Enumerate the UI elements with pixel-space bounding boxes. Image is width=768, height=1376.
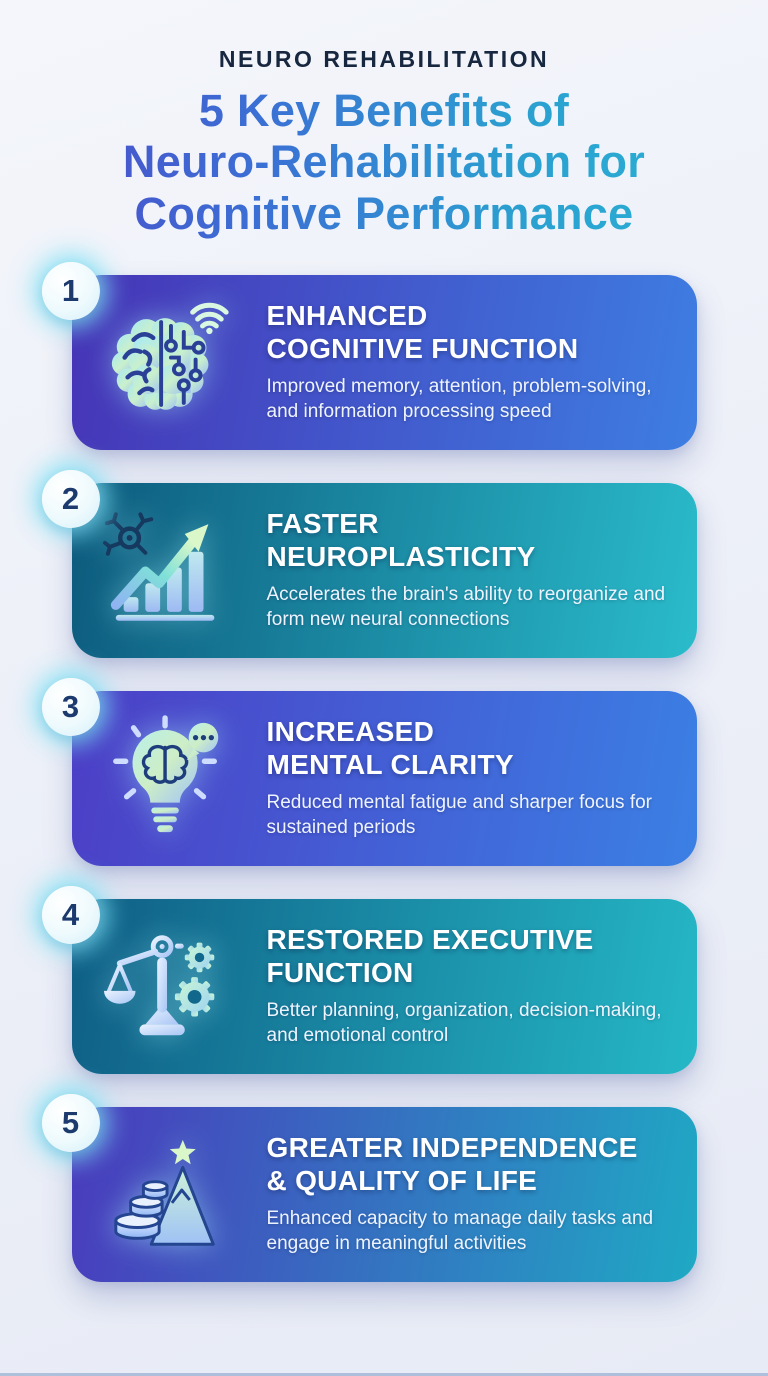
- card-description: Improved memory, attention, problem-solv…: [266, 376, 652, 422]
- badge-number: 4: [61, 896, 80, 932]
- card-description: Reduced mental fatigue and sharper focus…: [266, 792, 653, 838]
- number-badge-1: 1: [41, 261, 100, 320]
- card-text: GREATER INDEPENDENCE & QUALITY OF LIFE E…: [267, 1132, 697, 1256]
- page-title-line-3: Cognitive Performance: [134, 187, 634, 239]
- card-text: INCREASED MENTAL CLARITY Reduced mental …: [267, 716, 697, 840]
- neuron-growth-chart-icon: [72, 506, 267, 634]
- lightbulb-brain-icon: [72, 714, 267, 842]
- badge-number: 3: [61, 688, 80, 724]
- brain-circuit-icon: [72, 298, 267, 426]
- benefit-card-3: 3: [41, 677, 697, 866]
- badge-number: 1: [61, 272, 80, 308]
- number-badge-4: 4: [41, 885, 100, 944]
- card-text: RESTORED EXECUTIVE FUNCTION Better plann…: [267, 924, 697, 1048]
- number-badge-3: 3: [41, 677, 100, 736]
- bottom-accent-line: [0, 1373, 768, 1376]
- badge-number: 2: [61, 480, 80, 516]
- balance-scale-gears-icon: [72, 922, 267, 1050]
- card-text: ENHANCED COGNITIVE FUNCTION Improved mem…: [267, 300, 697, 424]
- badge-number: 5: [61, 1104, 80, 1140]
- page-title-line-1: 5 Key Benefits of: [198, 85, 570, 136]
- benefit-card-1: 1: [41, 261, 697, 450]
- number-badge-2: 2: [41, 469, 100, 528]
- benefit-card-4: 4: [41, 885, 697, 1074]
- card-text: FASTER NEUROPLASTICITY Accelerates the b…: [267, 508, 697, 632]
- card-description: Accelerates the brain's ability to reorg…: [266, 584, 666, 630]
- card-title: ENHANCED COGNITIVE FUNCTION: [266, 300, 579, 364]
- card-description: Enhanced capacity to manage daily tasks …: [266, 1208, 654, 1254]
- page-title-line-2: Neuro-Rehabilitation for: [122, 136, 646, 188]
- eyebrow-label: NEURO REHABILITATION: [218, 46, 550, 72]
- steps-mountain-star-icon: [72, 1130, 267, 1258]
- benefit-card-2: 2: [41, 469, 697, 658]
- page-title: 5 Key Benefits of Neuro-Rehabilitation f…: [0, 85, 768, 239]
- card-title: RESTORED EXECUTIVE FUNCTION: [266, 924, 594, 988]
- card-title: FASTER NEUROPLASTICITY: [266, 508, 536, 572]
- benefit-card-5: 5: [41, 1093, 697, 1282]
- number-badge-5: 5: [41, 1093, 100, 1152]
- card-title: INCREASED MENTAL CLARITY: [266, 716, 514, 780]
- benefit-card-list: 1: [0, 261, 768, 1282]
- card-title: GREATER INDEPENDENCE & QUALITY OF LIFE: [266, 1132, 638, 1196]
- card-description: Better planning, organization, decision-…: [266, 1000, 662, 1046]
